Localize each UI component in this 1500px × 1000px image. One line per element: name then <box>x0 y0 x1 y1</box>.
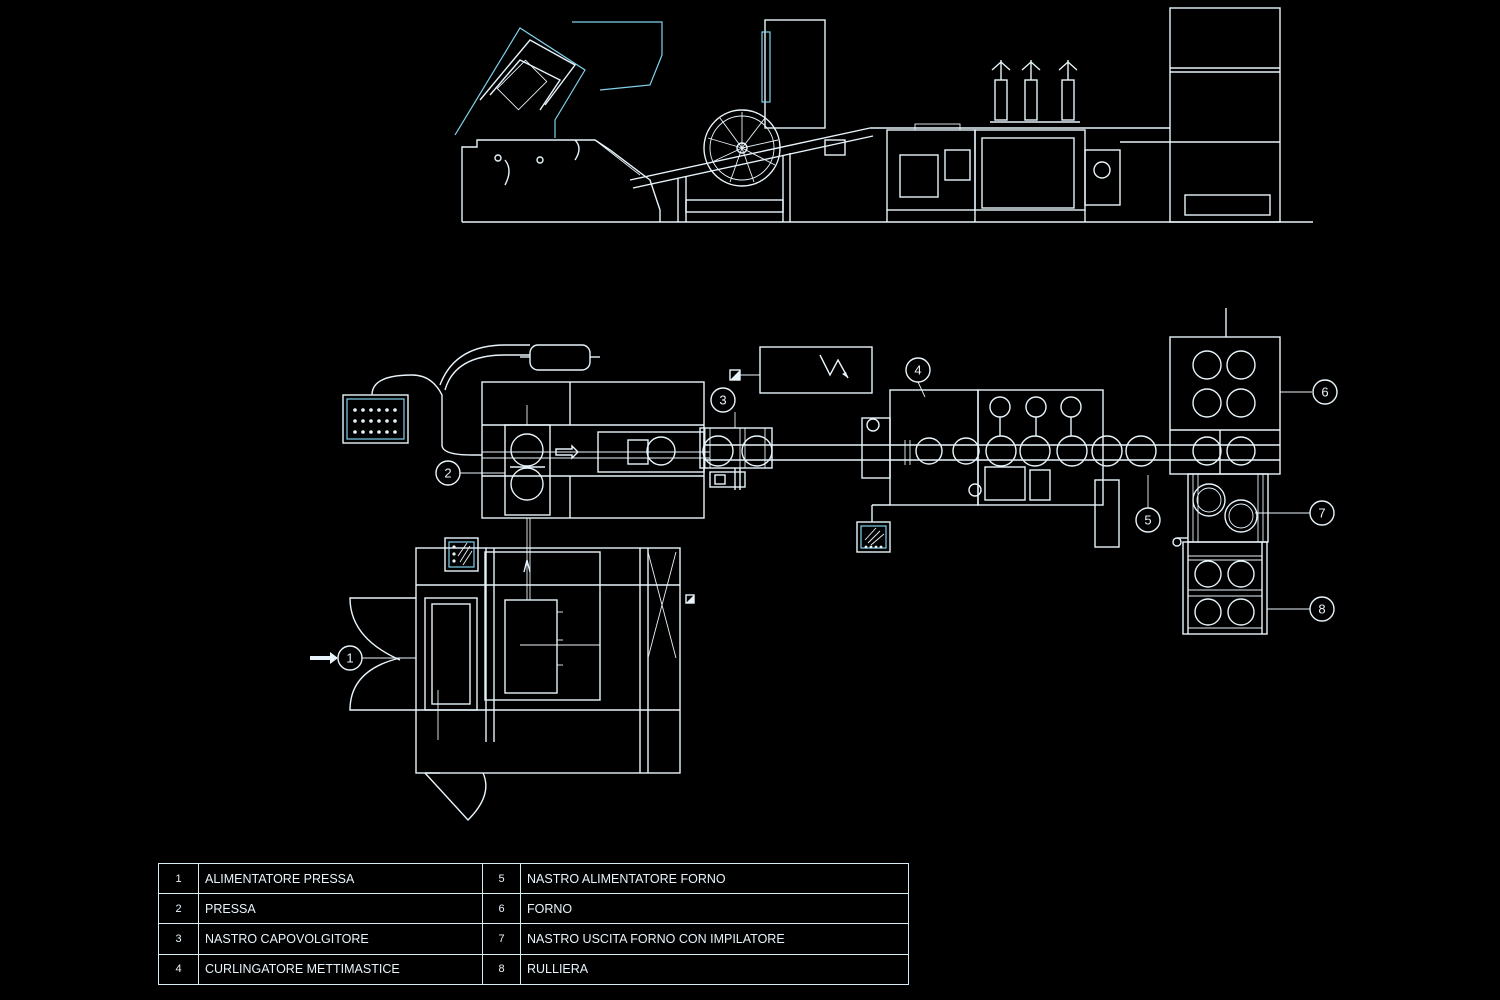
electrical-cabinet <box>729 346 873 394</box>
legend-label: FORNO <box>520 893 909 925</box>
legend-label: NASTRO USCITA FORNO CON IMPILATORE <box>520 923 909 955</box>
control-panel-curling <box>856 504 891 553</box>
legend-number: 5 <box>482 862 521 895</box>
curling-machine-plan <box>861 389 1157 548</box>
sealant-guns <box>990 60 1080 123</box>
callout-5: 5 <box>1144 513 1151 528</box>
legend-label: CURLINGATORE METTIMASTICE <box>198 953 483 985</box>
callout-leaders <box>362 381 1312 659</box>
legend-number: 2 <box>158 893 199 925</box>
legend-label: NASTRO CAPOVOLGITORE <box>198 923 483 955</box>
press-elevation <box>454 21 663 222</box>
plan-view <box>310 308 1312 822</box>
turnover-conveyor-elevation <box>629 19 874 222</box>
main-conveyor-line <box>704 444 1280 461</box>
legend-number: 1 <box>158 862 199 895</box>
curling-machine-elevation <box>886 60 1121 222</box>
oven-exit-belt-plan <box>1172 473 1269 547</box>
legend-label: RULLIERA <box>520 953 909 985</box>
callout-1: 1 <box>346 651 353 666</box>
side-elevation-view <box>454 7 1313 223</box>
callout-7: 7 <box>1318 506 1325 521</box>
legend-row: 2 PRESSA 6 FORNO <box>158 893 909 925</box>
legend-row: 1 ALIMENTATORE PRESSA 5 NASTRO ALIMENTAT… <box>158 862 909 895</box>
feeder-dir-arrow <box>310 652 338 664</box>
oven-elevation <box>1169 7 1281 223</box>
legend-label: PRESSA <box>198 893 483 925</box>
legend-number: 4 <box>158 953 199 985</box>
callout-4: 4 <box>914 363 921 378</box>
legend-label: NASTRO ALIMENTATORE FORNO <box>520 862 909 895</box>
wheel-spokes <box>707 112 779 183</box>
callout-bubbles: 1 2 3 4 5 6 7 8 <box>337 357 1338 671</box>
press-plan <box>481 381 710 519</box>
legend-number: 8 <box>482 953 521 985</box>
oven-plan <box>1169 308 1281 475</box>
roller-conveyor-plan <box>1182 541 1268 635</box>
callout-2: 2 <box>444 466 451 481</box>
control-panel-press <box>342 344 530 456</box>
control-panel-feeder <box>444 537 479 572</box>
legend-row: 4 CURLINGATORE METTIMASTICE 8 RULLIERA <box>158 953 909 985</box>
legend-table: 1 ALIMENTATORE PRESSA 5 NASTRO ALIMENTAT… <box>158 862 909 985</box>
press-feeder-plan <box>310 518 695 822</box>
legend-label: ALIMENTATORE PRESSA <box>198 862 483 895</box>
callout-8: 8 <box>1318 602 1325 617</box>
panel-buttons <box>353 408 397 434</box>
callout-6: 6 <box>1321 385 1328 400</box>
legend-number: 6 <box>482 893 521 925</box>
oven-feed-conveyor-elevation <box>870 127 1280 143</box>
legend-number: 7 <box>482 923 521 955</box>
tank <box>520 344 600 371</box>
legend-number: 3 <box>158 923 199 955</box>
callout-3: 3 <box>719 393 726 408</box>
turnover-belt-plan <box>699 427 773 490</box>
legend-row: 3 NASTRO CAPOVOLGITORE 7 NASTRO USCITA F… <box>158 923 909 955</box>
